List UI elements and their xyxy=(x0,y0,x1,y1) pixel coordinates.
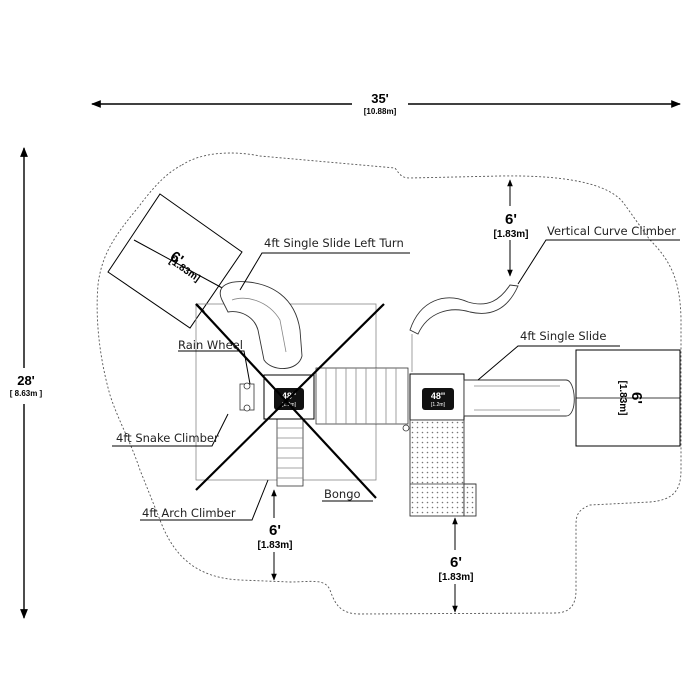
right-zone-label: 6' xyxy=(628,392,645,404)
single-slide xyxy=(463,379,575,417)
safety-zone-outline xyxy=(96,152,682,615)
right-deck: 48'' [1.2m] xyxy=(409,373,465,421)
bottom-left-clearance-metric-label: [1.83m] xyxy=(257,540,292,551)
bongo-bridge xyxy=(315,367,409,425)
overall-height-dimension: 28' [ 8.63m ] xyxy=(10,147,43,619)
callout-bongo: Bongo xyxy=(324,487,361,501)
height-metric-label: [ 8.63m ] xyxy=(10,389,43,398)
callout-rain-wheel: Rain Wheel xyxy=(178,338,243,352)
callout-single-slide: 4ft Single Slide xyxy=(520,329,606,343)
arch-climber-steps xyxy=(276,417,304,487)
overall-width-dimension: 35' [10.88m] xyxy=(91,91,681,116)
lower-panel-block xyxy=(402,419,477,517)
vertical-curve-climber xyxy=(409,284,519,372)
right-deck-height: 48'' xyxy=(431,391,445,401)
callout-leaders xyxy=(112,239,680,521)
right-deck-height-metric: [1.2m] xyxy=(431,402,446,408)
top-clearance-metric-label: [1.83m] xyxy=(493,229,528,240)
bottom-right-clearance-metric-label: [1.83m] xyxy=(438,572,473,583)
snake-climber-frame xyxy=(195,303,385,499)
bottom-right-clearance-label: 6' xyxy=(450,554,462,571)
rain-wheel xyxy=(239,382,255,412)
bottom-right-clearance-dimension: 6' [1.83m] xyxy=(438,517,474,613)
width-label: 35' xyxy=(371,91,389,106)
right-use-zone: 6' [1.83m] xyxy=(575,349,681,447)
callout-slide-left-turn: 4ft Single Slide Left Turn xyxy=(264,236,404,250)
bottom-left-clearance-dimension: 6' [1.83m] xyxy=(257,489,293,581)
slide-left-turn xyxy=(219,281,303,369)
bottom-left-clearance-label: 6' xyxy=(269,522,281,539)
left-deck-height: 48'' xyxy=(282,391,296,401)
left-use-zone: 6' [1.83m] xyxy=(107,193,243,329)
height-label: 28' xyxy=(17,373,35,388)
width-metric-label: [10.88m] xyxy=(364,107,397,116)
callout-snake-climber: 4ft Snake Climber xyxy=(116,431,219,445)
top-clearance-label: 6' xyxy=(505,211,517,228)
right-zone-metric-label: [1.83m] xyxy=(617,380,628,415)
top-clearance-dimension: 6' [1.83m] xyxy=(493,179,529,277)
callout-vertical-curve-climber: Vertical Curve Climber xyxy=(547,224,676,238)
callout-arch-climber: 4ft Arch Climber xyxy=(142,506,236,520)
